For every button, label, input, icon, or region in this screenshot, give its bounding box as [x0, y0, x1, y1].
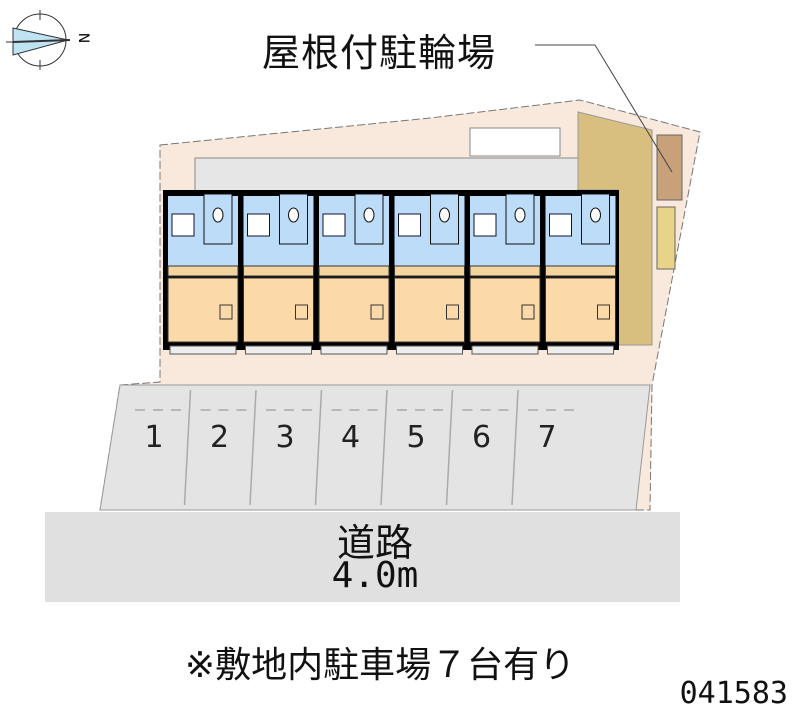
window-icon [370, 304, 384, 320]
window-icon [219, 304, 233, 320]
unit-closet [469, 265, 541, 277]
kitchen-icon [171, 213, 195, 237]
toilet-icon [212, 207, 224, 223]
parking-divider [183, 389, 192, 506]
window-icon [295, 304, 308, 320]
toilet-icon [514, 207, 526, 223]
apartment-unit [469, 193, 541, 355]
unit-closet [243, 265, 314, 277]
parking-space-number: 1 [144, 420, 164, 455]
kitchen-icon [322, 213, 346, 237]
window-icon [446, 304, 459, 320]
unit-room [394, 277, 465, 343]
window-icon [597, 304, 610, 320]
road [45, 512, 680, 602]
kitchen-icon [473, 213, 497, 237]
walkway [194, 157, 616, 194]
apartment-units [167, 193, 616, 355]
unit-closet [545, 265, 616, 277]
parking-divider [380, 389, 388, 506]
apartment-unit [243, 193, 314, 355]
toilet-icon [363, 207, 375, 223]
parking-space-number: 7 [537, 420, 557, 455]
toilet-icon [439, 207, 450, 223]
building-outline [163, 190, 619, 350]
parking-space-number: 6 [471, 420, 492, 455]
unit-balcony [396, 345, 463, 355]
bike-rack [656, 206, 676, 270]
unit-balcony [471, 345, 539, 355]
window-icon [521, 304, 535, 320]
unit-room [243, 277, 314, 343]
road-width: 4.0m [331, 555, 419, 596]
road-name: 道路 [336, 521, 413, 565]
property-code: 041583 [679, 676, 788, 711]
unit-room [167, 277, 239, 343]
leader-line [594, 44, 673, 173]
parking-space-number: 2 [209, 420, 230, 455]
unit-room [469, 277, 541, 343]
unit-balcony [547, 345, 614, 355]
unit-balcony [245, 345, 312, 355]
compass-north-label: N [75, 32, 92, 44]
parking-divider [511, 389, 519, 506]
parking-space-number: 5 [406, 420, 426, 455]
apartment-unit [318, 193, 390, 355]
parking-space-number: 4 [340, 420, 361, 455]
bike-parking-label: 屋根付駐輪場 [262, 31, 497, 75]
parking-divider [249, 389, 257, 506]
kitchen-icon [247, 213, 270, 237]
kitchen-icon [549, 213, 572, 237]
unit-balcony [320, 345, 388, 355]
toilet-icon [590, 207, 601, 223]
parking-lines [135, 389, 575, 506]
parking-space-number: 3 [275, 420, 295, 455]
compass-icon [6, 10, 71, 70]
apartment-unit [167, 193, 239, 355]
unit-balcony [169, 345, 237, 355]
apartment-unit [394, 193, 465, 355]
unit-room [318, 277, 390, 343]
unit-closet [394, 265, 465, 277]
toilet-icon [288, 207, 299, 223]
parking-divider [445, 389, 454, 506]
stairs [469, 127, 561, 157]
unit-room [545, 277, 616, 343]
unit-closet [167, 265, 239, 277]
parking-note: ※敷地内駐車場７台有り [184, 645, 576, 686]
parking-area [99, 384, 651, 511]
apartment-unit [545, 193, 616, 355]
parking-divider [314, 389, 323, 506]
kitchen-icon [398, 213, 421, 237]
unit-closet [318, 265, 390, 277]
